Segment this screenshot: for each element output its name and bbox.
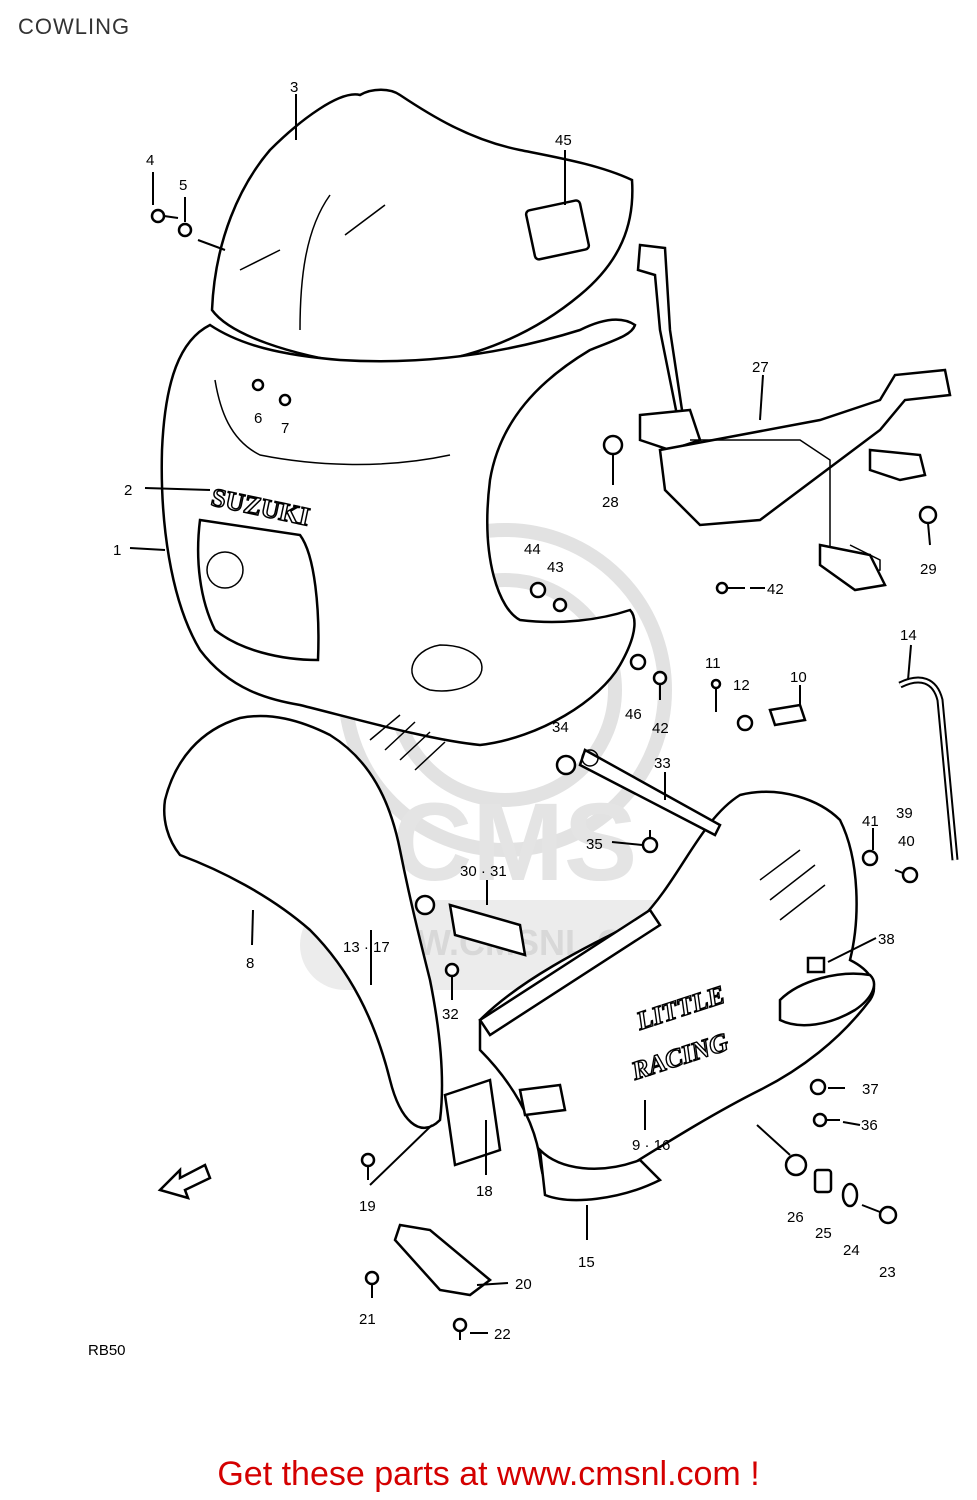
callout-26: 26 [787, 1209, 804, 1226]
front-arrow-icon [157, 1163, 212, 1200]
callout-24: 24 [843, 1242, 860, 1259]
leader-lines [129, 94, 931, 1334]
callout-22: 22 [494, 1326, 511, 1343]
fasteners [150, 208, 938, 1340]
callout-42-upper: 42 [767, 581, 784, 598]
callout-labels: 3 4 5 45 6 7 2 1 27 28 29 44 43 42 14 11… [113, 79, 937, 1343]
callout-5: 5 [179, 177, 187, 194]
callout-42-lower: 42 [652, 720, 669, 737]
callout-3: 3 [290, 79, 298, 96]
callout-15: 15 [578, 1254, 595, 1271]
callout-13-17: 13 · 17 [343, 939, 390, 956]
callout-18: 18 [476, 1183, 493, 1200]
callout-30-31: 30 · 31 [460, 863, 507, 880]
callout-35: 35 [586, 836, 603, 853]
callout-23: 23 [879, 1264, 896, 1281]
callout-29: 29 [920, 561, 937, 578]
callout-27: 27 [752, 359, 769, 376]
callout-8: 8 [246, 955, 254, 972]
callout-32: 32 [442, 1006, 459, 1023]
callout-45: 45 [555, 132, 572, 149]
callout-36: 36 [861, 1117, 878, 1134]
footer-link-text[interactable]: Get these parts at www.cmsnl.com ! [217, 1455, 760, 1493]
callout-28: 28 [602, 494, 619, 511]
callout-41: 41 [862, 813, 879, 830]
callout-1: 1 [113, 542, 121, 559]
callout-12: 12 [733, 677, 750, 694]
callout-7: 7 [281, 420, 289, 437]
callout-37: 37 [862, 1081, 879, 1098]
callout-38: 38 [878, 931, 895, 948]
callout-33: 33 [654, 755, 671, 772]
callout-21: 21 [359, 1311, 376, 1328]
parts-diagram: CMS WWW.CMSNL.COM SUZUKI LITTLE RACING [88, 79, 959, 1359]
callout-19: 19 [359, 1198, 376, 1215]
callout-6: 6 [254, 410, 262, 427]
callout-9-16: 9 · 16 [632, 1137, 670, 1154]
side-vents [369, 714, 446, 771]
callout-11: 11 [705, 655, 721, 672]
vent-cover-45 [524, 199, 591, 261]
windscreen [210, 88, 634, 368]
page-title: COWLING [18, 14, 131, 39]
callout-39: 39 [896, 805, 913, 822]
bracket-20 [393, 1223, 493, 1297]
callout-44: 44 [524, 541, 541, 558]
lower-cowling-left [163, 714, 444, 1129]
callout-34: 34 [552, 719, 569, 736]
model-code: RB50 [88, 1342, 126, 1359]
callout-43: 43 [547, 559, 564, 576]
cowling-bracket [636, 243, 952, 592]
callout-14: 14 [900, 627, 917, 644]
callout-10: 10 [790, 669, 807, 686]
callout-20: 20 [515, 1276, 532, 1293]
callout-4: 4 [146, 152, 154, 169]
callout-25: 25 [815, 1225, 832, 1242]
callout-2: 2 [124, 482, 132, 499]
callout-46: 46 [625, 706, 642, 723]
watermark-cms: CMS [393, 781, 637, 904]
callout-40: 40 [898, 833, 915, 850]
bracket-18 [443, 1078, 502, 1167]
